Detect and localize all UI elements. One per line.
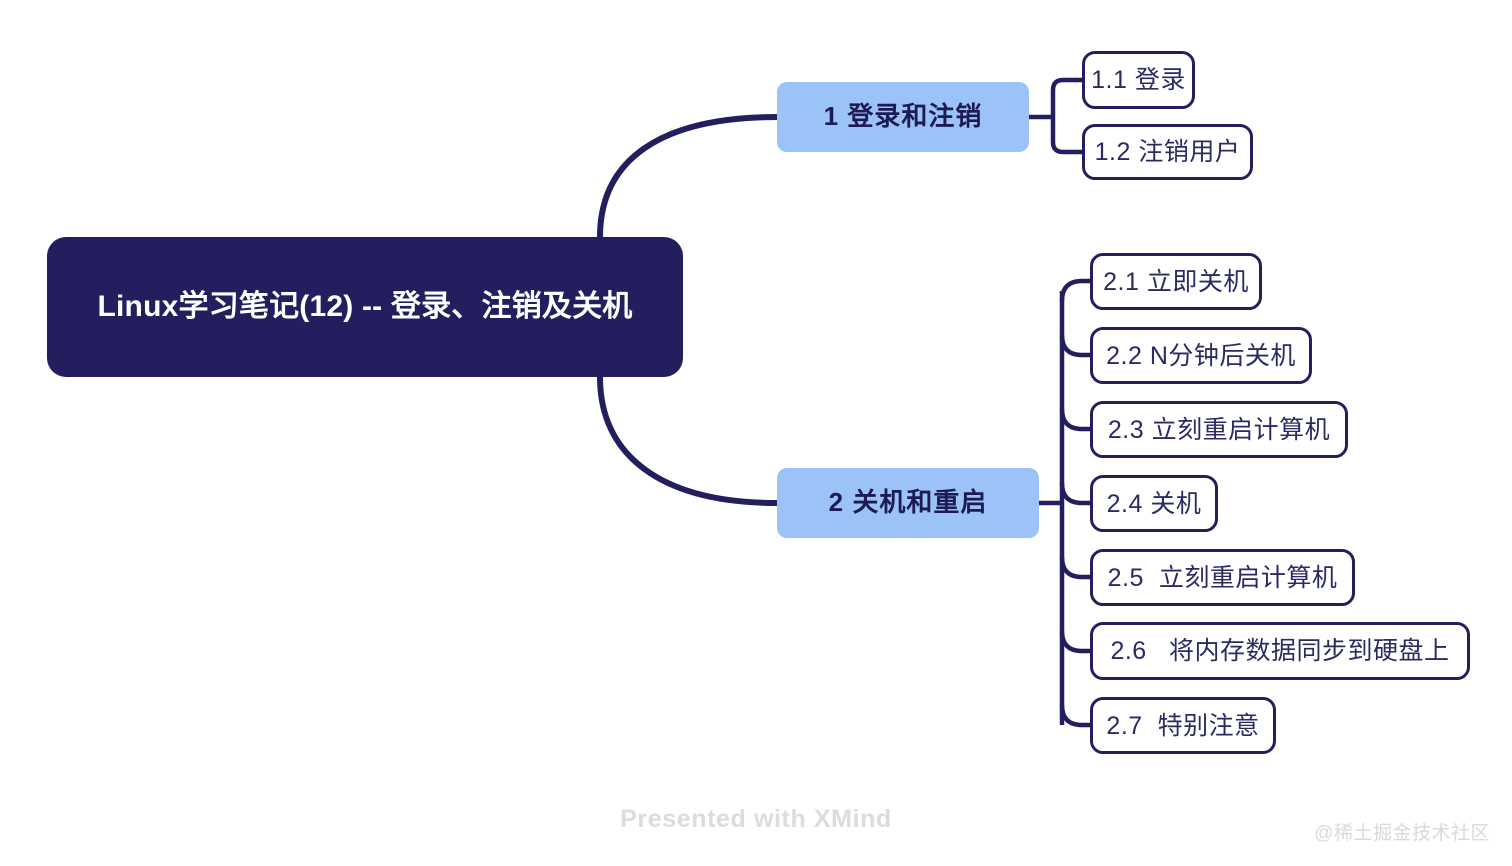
branch-node-2[interactable]: 2 关机和重启 bbox=[777, 468, 1039, 538]
leaf-node-2-5[interactable]: 2.5 立刻重启计算机 bbox=[1090, 549, 1355, 606]
leaf-node-2-2[interactable]: 2.2 N分钟后关机 bbox=[1090, 327, 1312, 384]
leaf-node-1-1[interactable]: 1.1 登录 bbox=[1082, 51, 1195, 109]
connector-branch-2-to-child-5 bbox=[1059, 556, 1090, 580]
connector-branch-1-to-child-1 bbox=[1050, 117, 1082, 155]
leaf-node-2-6[interactable]: 2.6 将内存数据同步到硬盘上 bbox=[1090, 622, 1470, 680]
leaf-node-2-3[interactable]: 2.3 立刻重启计算机 bbox=[1090, 401, 1348, 458]
leaf-node-2-7[interactable]: 2.7 特别注意 bbox=[1090, 697, 1276, 754]
connector-root-to-branch-2 bbox=[597, 374, 780, 506]
connector-branch-2-to-child-6 bbox=[1059, 630, 1090, 654]
leaf-node-2-4[interactable]: 2.4 关机 bbox=[1090, 475, 1218, 532]
connector-branch-2-to-child-3 bbox=[1059, 408, 1090, 432]
connector-branch-2-to-child-7 bbox=[1059, 704, 1090, 728]
connector-branch-2-to-child-2 bbox=[1059, 334, 1090, 358]
community-watermark: @稀土掘金技术社区 bbox=[1314, 823, 1490, 844]
leaf-node-1-2[interactable]: 1.2 注销用户 bbox=[1082, 124, 1253, 180]
branch-node-1[interactable]: 1 登录和注销 bbox=[777, 82, 1029, 152]
connector-branch-2-to-child-4 bbox=[1059, 482, 1090, 506]
root-node[interactable]: Linux学习笔记(12) -- 登录、注销及关机 bbox=[47, 237, 683, 377]
xmind-credit-label: Presented with XMind bbox=[620, 805, 892, 833]
connector-branch-1-trunk bbox=[1050, 77, 1082, 117]
leaf-node-2-1[interactable]: 2.1 立即关机 bbox=[1090, 253, 1262, 310]
connector-root-to-branch-1 bbox=[597, 114, 780, 240]
connector-branch-2-to-child-1 bbox=[1059, 278, 1090, 302]
